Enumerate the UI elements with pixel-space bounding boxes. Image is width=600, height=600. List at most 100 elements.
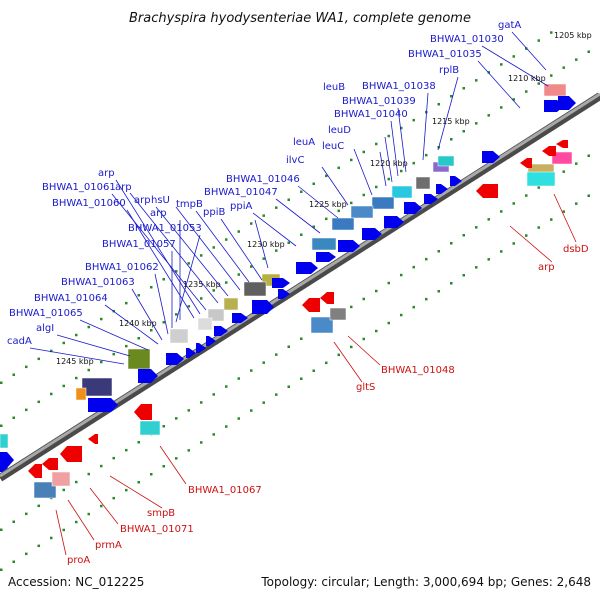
tick-dot — [112, 352, 115, 356]
tick-dot — [225, 281, 228, 284]
tick-dot — [387, 134, 390, 138]
forward-leader-line — [131, 288, 163, 341]
forward-leader-line — [379, 151, 387, 187]
forward-gene-arrow — [384, 216, 404, 228]
tick-dot — [12, 416, 15, 419]
gene-label: BHWA1_01039 — [342, 96, 416, 107]
tick-dot — [350, 158, 353, 162]
tick-dot — [75, 520, 78, 524]
tick-dot — [62, 341, 65, 345]
tick-dot — [175, 457, 178, 460]
tick-dot — [275, 353, 278, 356]
forward-gene-arrow — [316, 252, 336, 262]
tick-dot — [62, 488, 65, 492]
tick-dot — [575, 162, 578, 165]
tick-dot — [512, 98, 515, 101]
tick-dot — [200, 441, 203, 444]
tick-dot — [87, 368, 90, 372]
scale-tick-labels: 1205 kbp 1210 kbp 1215 kbp 1220 kbp 1225… — [56, 31, 592, 366]
tick-dot — [425, 257, 428, 261]
tick-dot — [75, 376, 78, 380]
forward-gene-arrow — [186, 348, 196, 358]
tick-dot — [62, 528, 65, 532]
tick-dot — [162, 425, 165, 428]
gene-label: ppiB — [203, 207, 225, 218]
feature-block — [543, 83, 567, 97]
tick-dot — [187, 409, 190, 412]
tick-dot — [87, 472, 90, 476]
tick-dot — [525, 234, 528, 237]
forward-leader-line — [511, 31, 547, 71]
feature-block — [197, 317, 213, 331]
feature-boxes — [0, 83, 573, 499]
tick-dot — [287, 345, 290, 348]
gene-label: BHWA1_01057 — [102, 239, 176, 250]
tick-dot — [12, 560, 15, 563]
leader-lines — [29, 31, 577, 556]
tick-dot — [225, 425, 228, 428]
tick-dot — [87, 512, 90, 516]
tick-dot — [362, 337, 365, 341]
tick-label: 1235 kbp — [183, 280, 221, 289]
tick-dot — [525, 47, 528, 50]
tick-dot — [37, 504, 40, 508]
tick-dot — [375, 289, 378, 293]
gene-label: BHWA1_01048 — [381, 365, 455, 376]
tick-dot — [462, 130, 465, 133]
tick-dot — [250, 222, 253, 225]
gene-label: BHWA1_01053 — [128, 223, 202, 234]
tick-dot — [525, 194, 528, 197]
reverse-gene-arrow — [302, 298, 320, 312]
feature-block — [75, 387, 87, 401]
reverse-gene-arrow — [60, 446, 82, 462]
forward-gene-arrow — [272, 278, 290, 288]
reverse-gene-arrow — [556, 140, 568, 148]
reverse-gene-arrow — [320, 292, 334, 304]
forward-gene-arrow — [436, 184, 448, 194]
reverse-gene-arrow — [476, 184, 498, 198]
gene-label: arp — [538, 262, 555, 273]
tick-dot — [162, 278, 165, 281]
feature-block — [243, 281, 267, 297]
tick-dot — [450, 138, 453, 141]
reverse-leader-line — [347, 335, 381, 366]
tick-dot — [25, 408, 28, 412]
gene-label: ilvC — [286, 155, 304, 166]
reverse-gene-labels: dsbD arp BHWA1_01048 gltS BHWA1_01067 sm… — [67, 244, 589, 566]
gene-label: hsU — [151, 195, 170, 206]
gene-label: BHWA1_01047 — [204, 187, 278, 198]
tick-dot — [137, 481, 140, 484]
tick-dot-rows — [0, 31, 590, 571]
tick-dot — [337, 209, 340, 213]
tick-dot — [500, 250, 503, 253]
tick-dot — [462, 234, 465, 237]
forward-gene-arrow — [0, 452, 14, 468]
tick-dot — [187, 449, 190, 452]
forward-leader-line — [321, 166, 349, 206]
feature-block — [329, 307, 347, 321]
tick-dot — [412, 305, 415, 309]
tick-dot — [587, 50, 590, 53]
tick-dot — [112, 456, 115, 460]
gene-label: BHWA1_01071 — [120, 524, 194, 535]
feature-block — [437, 155, 455, 167]
tick-dot — [337, 166, 340, 170]
feature-block — [127, 348, 151, 370]
gene-label: BHWA1_01035 — [408, 49, 482, 60]
tick-dot — [350, 305, 353, 309]
tick-dot — [12, 520, 15, 523]
forward-gene-arrow — [214, 326, 228, 336]
tick-dot — [262, 214, 265, 217]
tick-dot — [475, 122, 478, 125]
tick-dot — [150, 473, 153, 476]
tick-label: 1205 kbp — [554, 31, 592, 40]
tick-dot — [137, 294, 140, 297]
tick-dot — [412, 118, 415, 122]
tick-dot — [500, 63, 503, 66]
reverse-leader-line — [109, 475, 163, 509]
tick-dot — [200, 254, 203, 257]
tick-dot — [100, 317, 103, 321]
tick-dot — [575, 202, 578, 205]
tick-dot — [550, 31, 553, 34]
